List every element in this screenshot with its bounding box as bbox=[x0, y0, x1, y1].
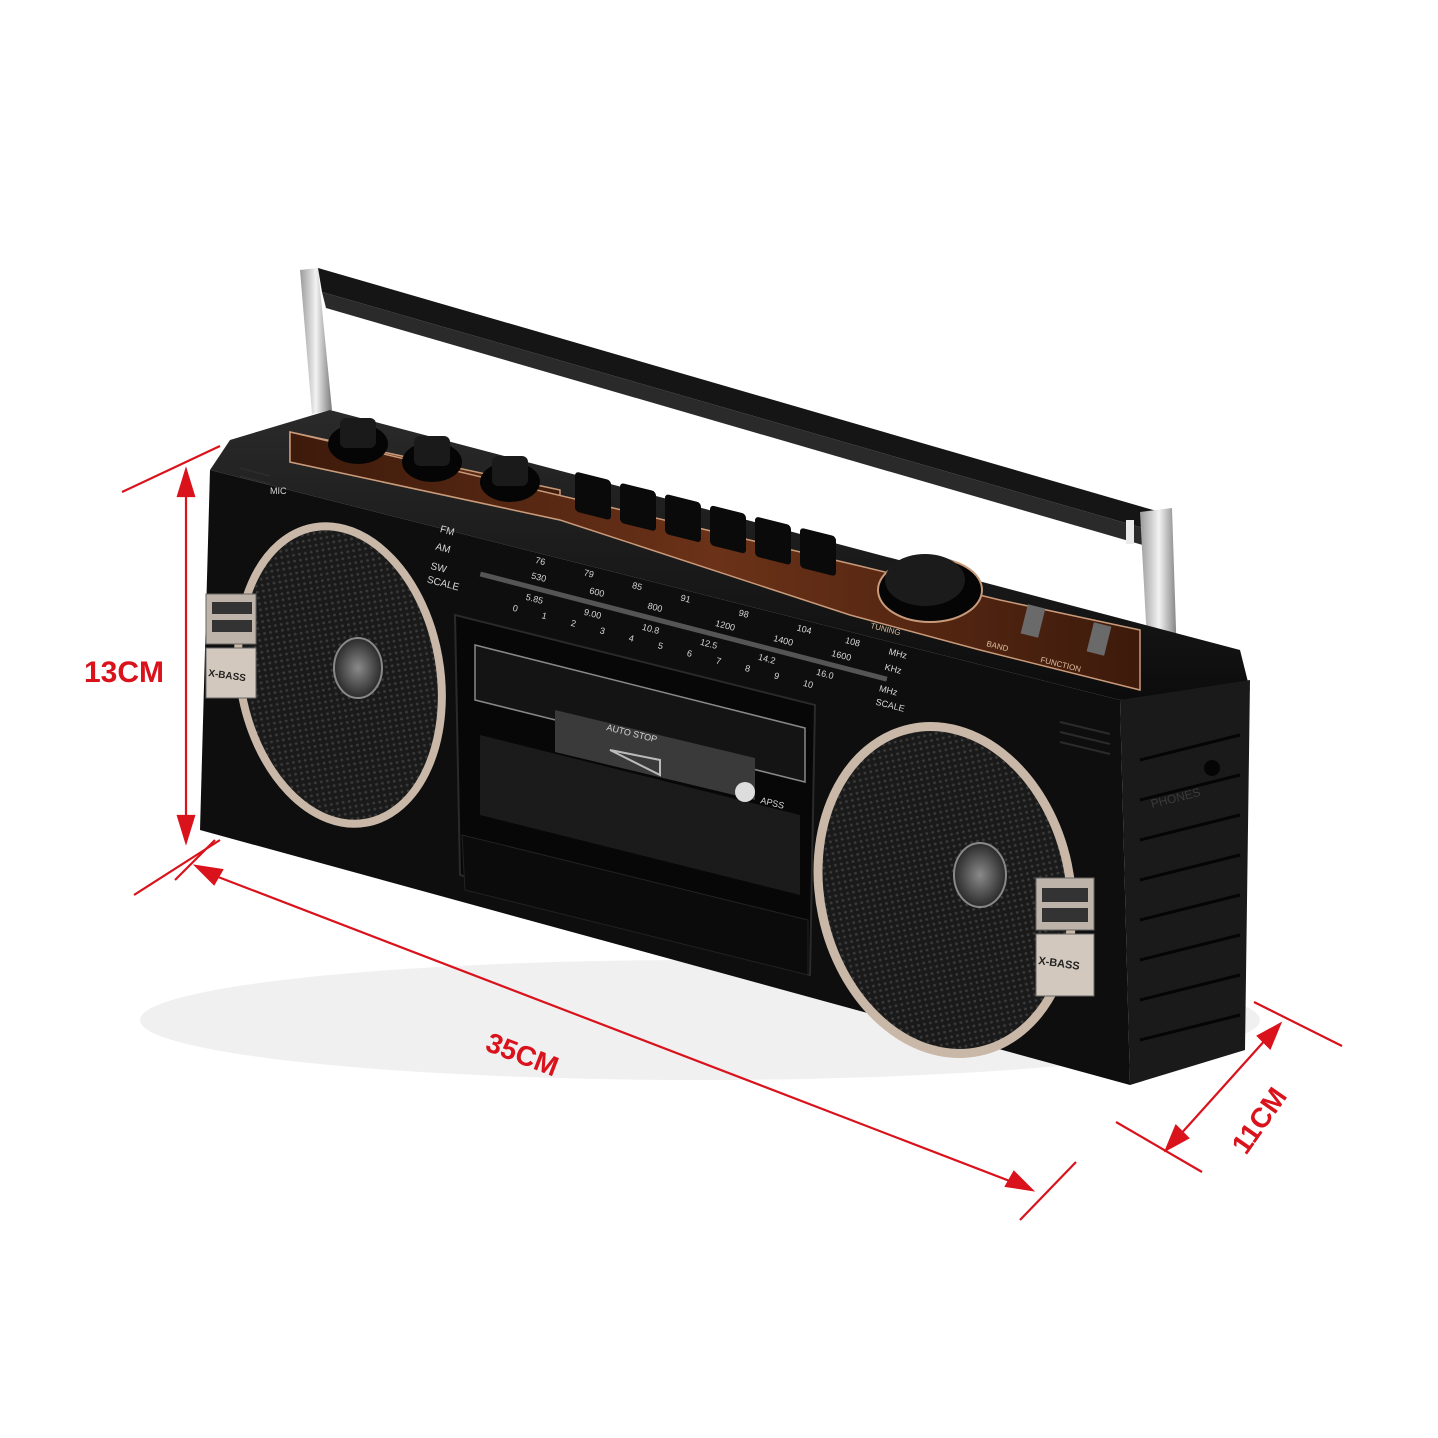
volume-knob[interactable] bbox=[328, 418, 388, 464]
svg-text:8: 8 bbox=[744, 663, 751, 674]
svg-text:14.2: 14.2 bbox=[757, 652, 776, 666]
phones-jack[interactable] bbox=[1204, 760, 1220, 776]
svg-text:6: 6 bbox=[686, 648, 693, 659]
right-tweeter bbox=[953, 842, 1007, 908]
svg-text:10: 10 bbox=[802, 678, 814, 690]
svg-text:91: 91 bbox=[680, 593, 692, 605]
function-switch[interactable] bbox=[1086, 622, 1112, 656]
play-key[interactable] bbox=[620, 483, 656, 532]
stop-key[interactable] bbox=[755, 516, 791, 565]
left-tweeter bbox=[333, 637, 383, 699]
svg-text:1400: 1400 bbox=[772, 633, 794, 648]
band-switch[interactable] bbox=[1020, 604, 1046, 638]
svg-text:79: 79 bbox=[583, 568, 595, 580]
svg-text:7: 7 bbox=[715, 655, 722, 666]
svg-text:MHz: MHz bbox=[888, 646, 909, 660]
control-panel: TUNING BAND FUNCTION bbox=[289, 418, 1141, 691]
side-vent-ribs bbox=[1139, 733, 1241, 1042]
x-bass-badge-right: X-BASS bbox=[1038, 955, 1081, 973]
svg-text:KHz: KHz bbox=[884, 662, 903, 676]
cassette-keys[interactable] bbox=[575, 471, 836, 576]
svg-text:98: 98 bbox=[738, 608, 750, 620]
svg-text:4: 4 bbox=[628, 633, 635, 644]
svg-text:600: 600 bbox=[588, 586, 605, 599]
tuner-dial: FM AM SW SCALE 76 79 85 91 98 104 108 53… bbox=[426, 524, 909, 714]
svg-text:9.00: 9.00 bbox=[583, 607, 602, 621]
svg-text:1200: 1200 bbox=[714, 618, 736, 633]
svg-text:530: 530 bbox=[530, 571, 547, 584]
svg-text:5.85: 5.85 bbox=[525, 592, 544, 606]
svg-text:800: 800 bbox=[646, 601, 663, 614]
ff-key[interactable] bbox=[710, 505, 746, 554]
svg-text:SW: SW bbox=[429, 561, 448, 576]
height-label: 13CM bbox=[84, 656, 164, 689]
svg-text:1: 1 bbox=[541, 610, 548, 621]
svg-text:1600: 1600 bbox=[830, 648, 852, 663]
balance-knob[interactable] bbox=[480, 456, 540, 502]
tuning-knob[interactable] bbox=[877, 554, 983, 623]
apss-logo-icon bbox=[735, 782, 755, 802]
svg-text:0: 0 bbox=[512, 603, 519, 614]
record-key[interactable] bbox=[575, 471, 611, 520]
svg-text:3: 3 bbox=[599, 625, 606, 636]
rewind-key[interactable] bbox=[665, 494, 701, 543]
pause-key[interactable] bbox=[800, 527, 836, 576]
svg-text:10.8: 10.8 bbox=[641, 622, 660, 636]
depth-dimension bbox=[1115, 1001, 1343, 1173]
length-dimension bbox=[133, 839, 1077, 1221]
svg-text:2: 2 bbox=[570, 618, 577, 629]
svg-text:12.5: 12.5 bbox=[699, 637, 718, 651]
x-bass-badge-left: X-BASS bbox=[208, 668, 247, 684]
svg-text:85: 85 bbox=[631, 580, 643, 592]
svg-text:FM: FM bbox=[439, 524, 456, 538]
depth-label: 11CM bbox=[1226, 1082, 1293, 1160]
height-dimension bbox=[121, 445, 221, 881]
svg-text:MHz: MHz bbox=[878, 683, 899, 697]
mic-label: MIC bbox=[270, 486, 287, 496]
svg-text:5: 5 bbox=[657, 640, 664, 651]
svg-text:9: 9 bbox=[773, 670, 780, 681]
tone-knob[interactable] bbox=[402, 436, 462, 482]
svg-text:AM: AM bbox=[434, 542, 451, 556]
left-speaker: X-BASS bbox=[205, 522, 446, 828]
svg-text:104: 104 bbox=[796, 623, 813, 636]
svg-text:16.0: 16.0 bbox=[815, 667, 834, 681]
svg-text:108: 108 bbox=[844, 635, 861, 648]
cassette-deck[interactable]: AUTO STOP APSS bbox=[453, 613, 817, 977]
svg-text:76: 76 bbox=[534, 555, 546, 567]
right-speaker: X-BASS bbox=[813, 722, 1095, 1058]
